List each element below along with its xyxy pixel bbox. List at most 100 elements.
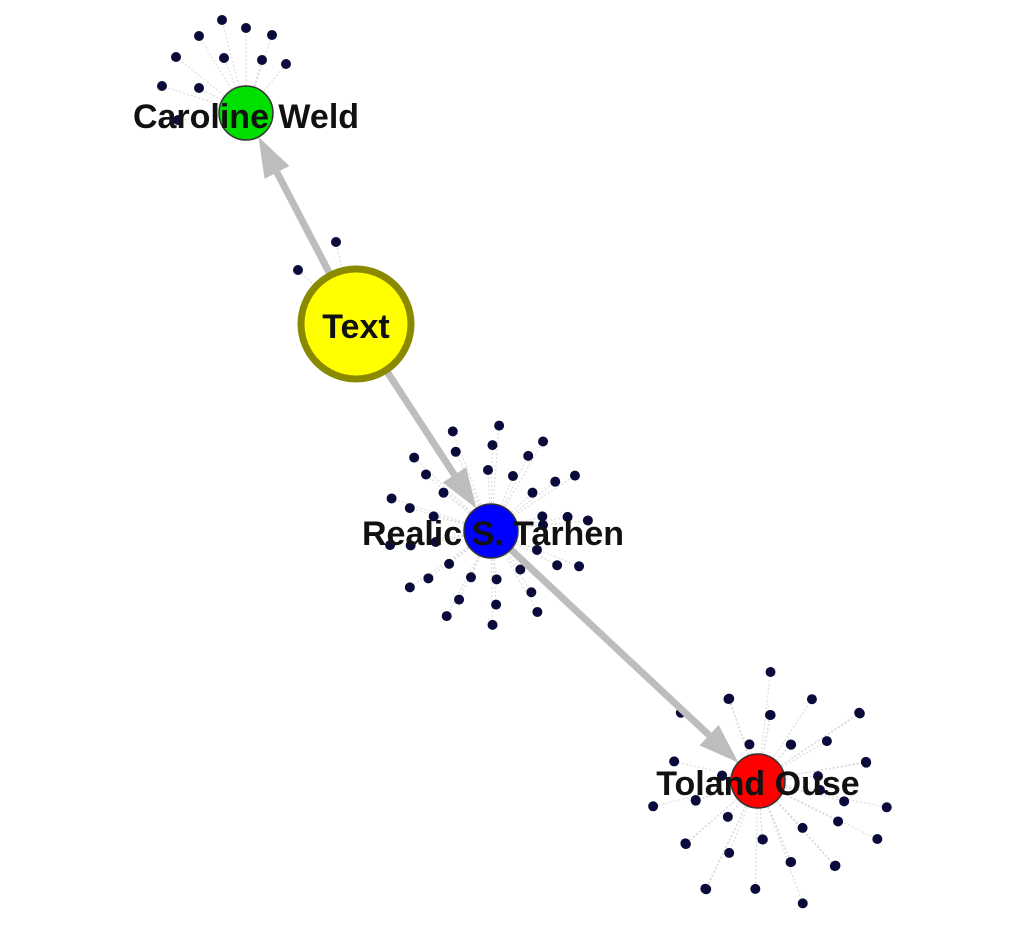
leaf-node[interactable] — [507, 470, 518, 481]
leaf-node[interactable] — [428, 511, 439, 522]
leaf-node[interactable] — [757, 834, 768, 845]
leaf-node[interactable] — [724, 847, 735, 858]
leaf-node[interactable] — [173, 115, 183, 125]
arrowhead-icon — [258, 136, 290, 179]
leaf-node[interactable] — [669, 756, 680, 767]
leaf-node[interactable] — [830, 860, 841, 871]
leaf-node[interactable] — [404, 503, 415, 514]
leaf-node[interactable] — [806, 694, 817, 705]
leaf-node[interactable] — [527, 487, 538, 498]
leaf-node[interactable] — [765, 667, 776, 678]
leaf-edge — [161, 85, 247, 114]
leaf-edge — [757, 780, 836, 866]
leaf-node[interactable] — [515, 564, 526, 575]
leaf-edge — [455, 451, 492, 532]
node-label-toland: Toland Ouse — [656, 765, 859, 803]
leaf-node[interactable] — [293, 265, 303, 275]
node-toland[interactable] — [730, 753, 786, 809]
leaf-node[interactable] — [454, 594, 465, 605]
leaf-node[interactable] — [744, 739, 755, 750]
leaf-node[interactable] — [786, 856, 797, 867]
leaf-node[interactable] — [872, 834, 883, 845]
leaf-edge — [757, 780, 803, 829]
leaf-node[interactable] — [423, 573, 434, 584]
leaf-node[interactable] — [194, 83, 204, 93]
leaf-node[interactable] — [785, 739, 796, 750]
node-label-text: Text — [322, 308, 389, 346]
leaf-node[interactable] — [526, 587, 537, 598]
leaf-node[interactable] — [491, 599, 502, 610]
node-caroline[interactable] — [218, 85, 274, 141]
leaf-node[interactable] — [532, 544, 543, 555]
leaf-node[interactable] — [466, 572, 477, 583]
leaf-node[interactable] — [537, 511, 548, 522]
leaf-node[interactable] — [750, 883, 761, 894]
leaf-edge — [490, 530, 538, 613]
leaf-node[interactable] — [483, 465, 493, 475]
node-text[interactable] — [297, 265, 415, 383]
leaf-node[interactable] — [723, 694, 734, 705]
leaf-edge — [695, 780, 759, 802]
leaf-node[interactable] — [385, 540, 396, 551]
leaf-node[interactable] — [833, 816, 844, 827]
leaf-node[interactable] — [552, 560, 563, 571]
leaf-node[interactable] — [839, 796, 850, 807]
leaf-node[interactable] — [562, 511, 573, 522]
leaf-node[interactable] — [813, 771, 824, 782]
leaf-node[interactable] — [331, 237, 341, 247]
leaf-node[interactable] — [532, 606, 543, 617]
leaf-node[interactable] — [717, 770, 728, 781]
leaf-node[interactable] — [405, 540, 416, 551]
leaf-node[interactable] — [860, 756, 871, 767]
leaf-node[interactable] — [648, 801, 659, 812]
node-realic[interactable] — [463, 503, 519, 559]
leaf-edge — [757, 780, 821, 791]
leaf-node[interactable] — [491, 574, 502, 585]
leaf-node[interactable] — [257, 55, 267, 65]
leaf-node[interactable] — [854, 707, 865, 718]
leaf-node[interactable] — [815, 785, 825, 795]
leaf-node[interactable] — [217, 15, 227, 25]
leaf-node[interactable] — [194, 31, 204, 41]
leaf-node[interactable] — [430, 536, 441, 547]
leaf-node[interactable] — [487, 619, 498, 630]
leaf-node[interactable] — [444, 558, 455, 569]
leaf-node[interactable] — [409, 452, 420, 463]
leaf-edge — [727, 698, 759, 782]
leaf-node[interactable] — [494, 420, 505, 431]
leaf-node[interactable] — [574, 561, 585, 572]
arrowhead-icon — [442, 467, 477, 509]
edge-text-caroline — [273, 170, 334, 277]
leaf-node[interactable] — [267, 30, 277, 40]
leaf-node[interactable] — [569, 470, 580, 481]
leaf-node[interactable] — [241, 23, 251, 33]
leaf-node[interactable] — [765, 710, 775, 720]
leaf-node[interactable] — [447, 426, 458, 437]
leaf-node[interactable] — [404, 582, 415, 593]
leaf-node[interactable] — [680, 839, 691, 850]
leaf-node[interactable] — [881, 802, 892, 813]
leaf-node[interactable] — [690, 795, 701, 806]
leaf-node[interactable] — [722, 811, 733, 822]
leaf-node[interactable] — [550, 476, 561, 487]
leaf-node[interactable] — [157, 81, 167, 91]
leaf-node[interactable] — [487, 440, 498, 451]
leaf-edge — [245, 63, 287, 114]
leaf-node[interactable] — [281, 59, 291, 69]
leaf-node[interactable] — [386, 493, 397, 504]
leaf-node[interactable] — [421, 469, 432, 480]
leaf-node[interactable] — [538, 436, 549, 447]
leaf-node[interactable] — [797, 822, 808, 833]
leaf-node[interactable] — [523, 450, 534, 461]
leaf-node[interactable] — [450, 446, 461, 457]
leaf-node[interactable] — [582, 515, 593, 526]
leaf-node[interactable] — [219, 53, 229, 63]
leaf-node[interactable] — [438, 487, 449, 498]
leaf-node[interactable] — [441, 611, 452, 622]
leaf-node[interactable] — [797, 898, 808, 909]
leaf-node[interactable] — [171, 52, 181, 62]
leaf-node[interactable] — [538, 520, 548, 530]
leaf-node[interactable] — [701, 884, 712, 895]
leaf-node[interactable] — [821, 736, 832, 747]
